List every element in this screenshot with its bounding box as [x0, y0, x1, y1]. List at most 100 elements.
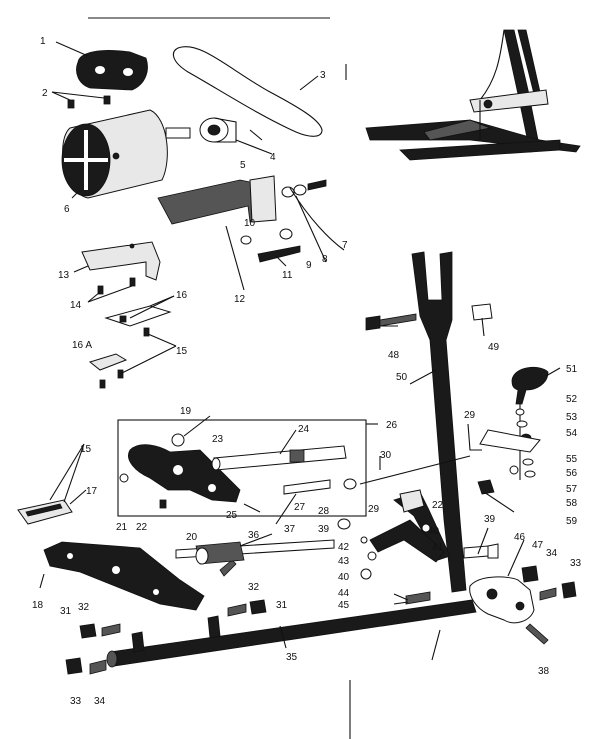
label-3: 3 — [320, 70, 326, 81]
part-12-motor-bracket — [157, 175, 277, 225]
label-25: 25 — [226, 510, 238, 521]
part-28-nut — [343, 478, 357, 490]
label-12: 12 — [234, 294, 246, 305]
label-15-lower: 15 — [176, 346, 188, 357]
label-4: 4 — [270, 152, 276, 163]
label-20: 20 — [186, 532, 198, 543]
label-21: 21 — [116, 522, 128, 533]
part-51-knob — [511, 366, 549, 405]
part-5-pulley — [199, 117, 273, 155]
label-10: 10 — [244, 218, 256, 229]
label-40-left: 40 — [338, 572, 350, 583]
part-14-screws — [97, 277, 136, 295]
part-27-pin — [283, 479, 331, 495]
part-23-cam — [128, 444, 241, 503]
part-16a-clip — [88, 353, 128, 371]
part-39-pin — [337, 518, 499, 559]
label-7: 7 — [342, 240, 348, 251]
label-39-left: 39 — [318, 524, 330, 535]
label-50: 50 — [396, 372, 408, 383]
part-4-set-screw — [249, 129, 263, 141]
part-number-labels: 1 2 3 4 5 6 7 8 9 10 11 12 13 14 15 15 1… — [32, 36, 582, 707]
part-30-link-rod — [359, 455, 471, 485]
part-42-screw — [360, 536, 368, 544]
part-10-washers — [240, 228, 293, 245]
part-16-plate — [104, 305, 172, 327]
part-11-screw — [257, 245, 301, 263]
label-11: 11 — [282, 270, 293, 281]
part-47-nut — [521, 565, 539, 583]
label-23: 23 — [212, 434, 224, 445]
label-16: 16 — [176, 290, 188, 301]
label-43: 43 — [338, 556, 350, 567]
label-36: 36 — [248, 530, 260, 541]
part-21-pin — [119, 473, 129, 483]
label-34-right: 34 — [546, 548, 558, 559]
label-31-left: 31 — [60, 606, 72, 617]
part-46-bracket — [469, 576, 535, 624]
part-24-shaft — [211, 445, 347, 471]
label-30: 30 — [380, 450, 392, 461]
part-20-collar — [195, 547, 209, 565]
part-35-feed-shaft — [106, 599, 477, 668]
label-15-upper: 15 — [80, 444, 92, 455]
label-14: 14 — [70, 300, 82, 311]
leader-lines — [39, 75, 561, 649]
label-33-right: 33 — [570, 558, 582, 569]
label-35: 35 — [286, 652, 298, 663]
label-29: 29 — [464, 410, 476, 421]
label-51: 51 — [566, 364, 578, 375]
part-33-nut — [65, 581, 577, 675]
label-57: 57 — [566, 484, 578, 495]
label-32-right: 32 — [248, 582, 260, 593]
label-46: 46 — [514, 532, 526, 543]
label-56: 56 — [566, 468, 578, 479]
label-44: 44 — [338, 588, 350, 599]
part-34-screw — [89, 587, 557, 675]
frame-line-2 — [431, 629, 441, 661]
part-49-block — [471, 303, 493, 321]
label-34-left: 34 — [94, 696, 106, 707]
part-44-45-screw — [405, 591, 431, 605]
label-28: 28 — [318, 506, 330, 517]
label-58: 58 — [566, 498, 578, 509]
label-48: 48 — [388, 350, 400, 361]
label-54: 54 — [566, 428, 578, 439]
part-1-motor-cushion — [55, 41, 148, 91]
part-22-screw — [159, 499, 167, 509]
label-39-right: 39 — [484, 514, 496, 525]
part-58-nut — [477, 479, 495, 495]
label-18: 18 — [32, 600, 44, 611]
label-8: 8 — [322, 254, 328, 265]
label-22: 22 — [136, 522, 148, 533]
label-31-right: 31 — [276, 600, 288, 611]
label-9: 9 — [306, 260, 312, 271]
part-50-lever — [411, 251, 467, 593]
label-55: 55 — [566, 454, 578, 465]
parts-52-57-hardware — [479, 404, 541, 480]
label-13: 13 — [58, 270, 70, 281]
part-31-nut — [79, 599, 267, 639]
label-27: 27 — [294, 502, 306, 513]
label-59: 59 — [566, 516, 578, 527]
part-40-nut — [360, 523, 431, 580]
label-53: 53 — [566, 412, 578, 423]
part-2-screws — [51, 91, 111, 109]
label-45: 45 — [338, 600, 350, 611]
part-38-screw — [219, 559, 549, 645]
part-43-washer — [367, 551, 377, 561]
label-32-left: 32 — [78, 602, 90, 613]
part-7-screw — [307, 179, 327, 191]
part-48-screw — [365, 313, 417, 331]
label-6: 6 — [64, 204, 70, 215]
part-6-motor — [61, 109, 191, 199]
part-29-rod — [467, 423, 482, 451]
part-32-screw — [101, 603, 247, 637]
part-17-feed-dog — [17, 499, 73, 525]
label-38-right: 38 — [538, 666, 550, 677]
label-49: 49 — [488, 342, 500, 353]
part-19-washer — [171, 433, 185, 447]
part-13-bracket — [81, 241, 161, 281]
